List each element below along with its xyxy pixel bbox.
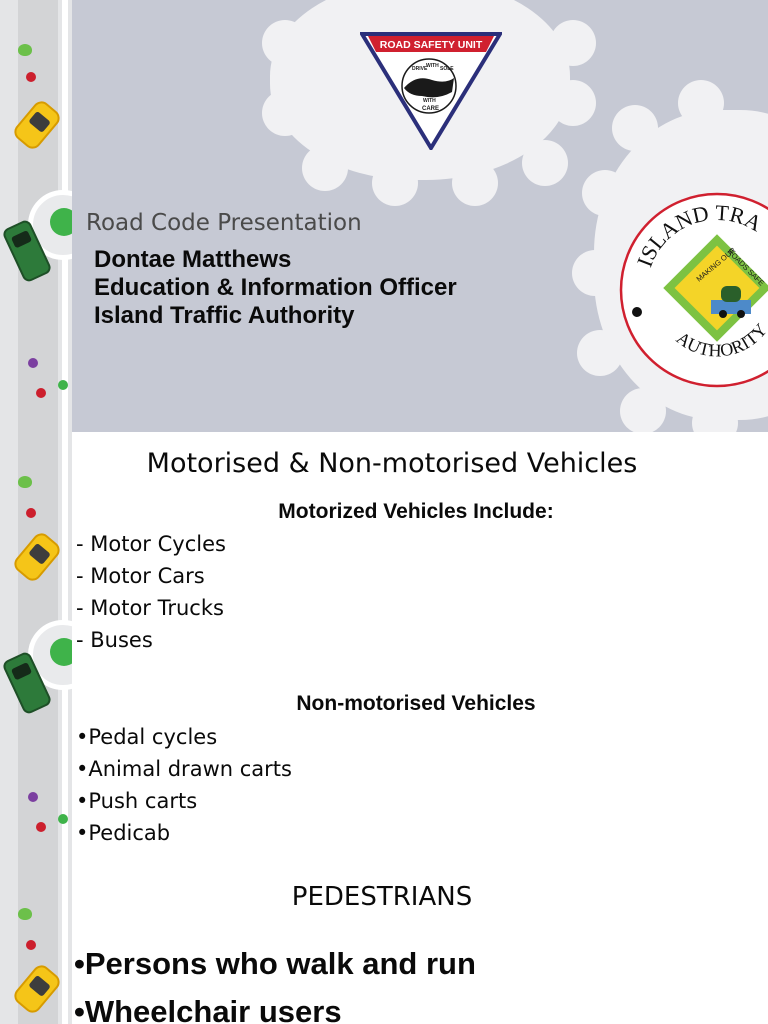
pedestrian-icon xyxy=(58,814,68,824)
list-item: - Motor Cycles xyxy=(76,532,226,556)
presentation-subtitle: Road Code Presentation xyxy=(86,210,362,236)
bush-icon xyxy=(18,908,32,920)
pedestrian-icon xyxy=(28,792,38,802)
pedestrian-icon xyxy=(36,822,46,832)
svg-text:CARE: CARE xyxy=(422,106,439,112)
svg-text:DRIVE: DRIVE xyxy=(412,66,428,72)
motorized-list: - Motor Cycles - Motor Cars - Motor Truc… xyxy=(76,528,226,656)
list-item: •Persons who walk and run xyxy=(74,946,476,981)
page-title: Motorised & Non-motorised Vehicles xyxy=(146,448,638,479)
road-lane xyxy=(18,0,58,1024)
list-item: •Wheelchair users xyxy=(74,994,342,1024)
slide-body: Motorised & Non-motorised Vehicles Motor… xyxy=(72,432,768,1024)
non-motorised-list: •Pedal cycles •Animal drawn carts •Push … xyxy=(76,721,292,849)
presenter-info: Dontae Matthews Education & Information … xyxy=(94,246,457,330)
road-strip-decoration xyxy=(0,0,72,1024)
pedestrian-icon xyxy=(28,358,38,368)
road-edge-line xyxy=(62,0,68,1024)
roundabout-island xyxy=(50,208,72,236)
list-item: •Pedal cycles xyxy=(76,725,218,749)
pedestrian-icon xyxy=(26,72,36,82)
list-item: - Motor Cars xyxy=(76,564,205,588)
list-item: •Pedicab xyxy=(76,821,171,845)
bush-icon xyxy=(18,44,32,56)
pedestrians-heading: PEDESTRIANS xyxy=(291,882,473,912)
presenter-organization: Island Traffic Authority xyxy=(94,302,355,329)
presenter-name: Dontae Matthews xyxy=(94,246,292,273)
pedestrians-list: •Persons who walk and run •Wheelchair us… xyxy=(74,940,476,1024)
svg-text:WITH: WITH xyxy=(426,63,439,69)
non-motorised-heading: Non-motorised Vehicles xyxy=(296,692,536,715)
pedestrian-icon xyxy=(26,940,36,950)
list-item: •Push carts xyxy=(76,789,198,813)
svg-text:SOLE: SOLE xyxy=(440,66,454,72)
island-traffic-authority-seal: ISLAND TRA AUTHORITY MAKING OUR ROADS SA… xyxy=(619,192,768,388)
svg-text:ROAD SAFETY UNIT: ROAD SAFETY UNIT xyxy=(380,39,483,51)
list-item: - Motor Trucks xyxy=(76,596,224,620)
pedestrian-icon xyxy=(26,508,36,518)
roundabout-island xyxy=(50,638,72,666)
pedestrian-icon xyxy=(36,388,46,398)
motorized-heading: Motorized Vehicles Include: xyxy=(278,500,554,523)
road-safety-unit-logo: ROAD SAFETY UNIT DRIVE WITH SOLE WITH CA… xyxy=(360,32,502,150)
list-item: - Buses xyxy=(76,628,153,652)
list-item: •Animal drawn carts xyxy=(76,757,292,781)
pedestrian-icon xyxy=(58,380,68,390)
title-header: ROAD SAFETY UNIT DRIVE WITH SOLE WITH CA… xyxy=(72,0,768,432)
presenter-role: Education & Information Officer xyxy=(94,274,457,301)
bush-icon xyxy=(18,476,32,488)
svg-text:WITH: WITH xyxy=(423,98,436,104)
